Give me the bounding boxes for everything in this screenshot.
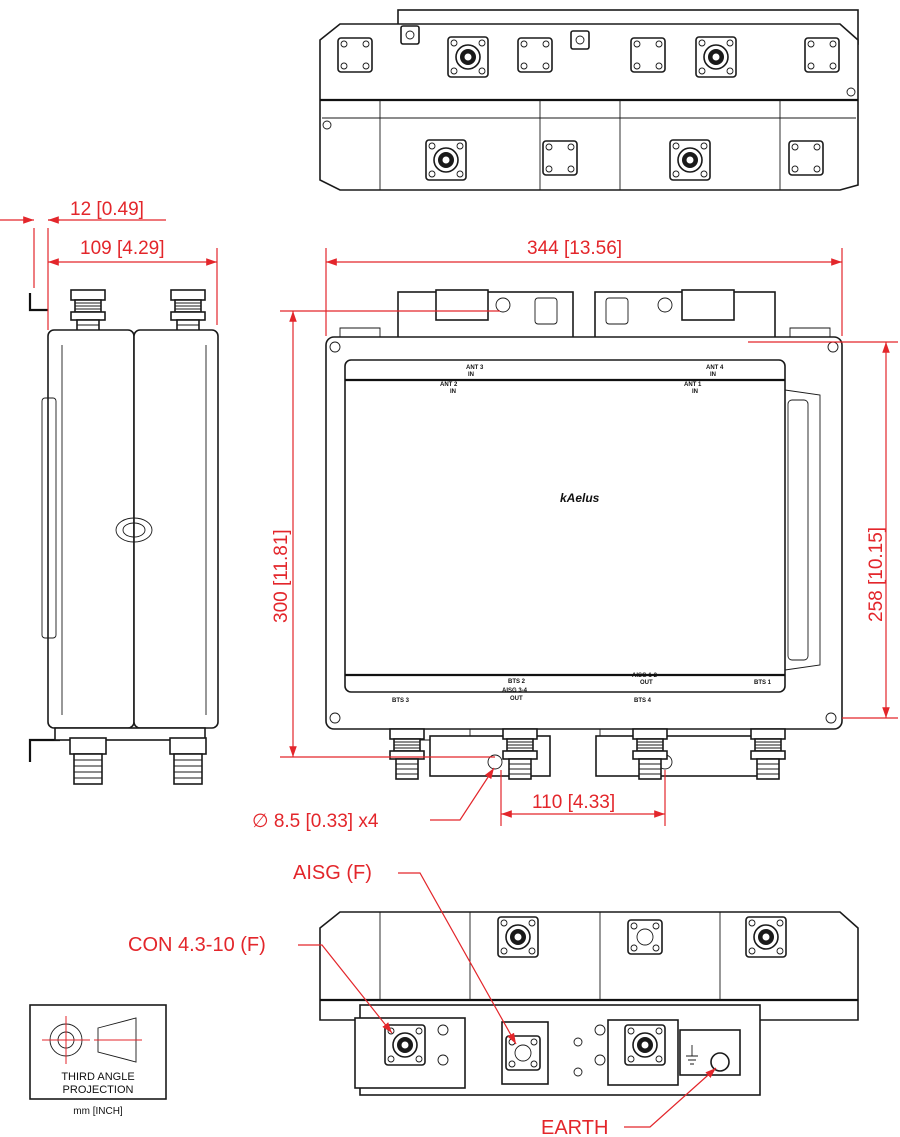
dim-mount-pitch: 110 [4.33] (532, 792, 615, 813)
projection-cone-icon (97, 1017, 137, 1063)
port-label-ant2-sub: IN (450, 389, 456, 395)
port-label-aisg12: AISG 1-2 (632, 673, 658, 679)
dim-body-height: 258 [10.15] (866, 527, 887, 622)
dim-mount-holes: ∅ 8.5 [0.33] x4 (252, 811, 379, 832)
brand-logo: kAelus (560, 491, 600, 505)
projection-symbol: THIRD ANGLE PROJECTION mm [INCH] (29, 1004, 167, 1117)
port-label-ant1: ANT 1 (684, 382, 702, 388)
port-label-bts4: BTS 4 (634, 698, 652, 704)
callout-earth: EARTH (541, 1117, 608, 1137)
port-label-ant4-sub: IN (710, 372, 716, 378)
top-view (319, 9, 859, 191)
callout-connector: CON 4.3-10 (F) (128, 934, 266, 956)
projection-line2: PROJECTION (63, 1084, 134, 1096)
port-label-bts1: BTS 1 (754, 680, 772, 686)
port-label-ant4: ANT 4 (706, 365, 724, 371)
port-label-bts2: BTS 2 (508, 679, 526, 685)
dimensions: 12 [0.49] 109 [4.29] 344 [13.56] 300 [11… (0, 199, 898, 832)
port-label-aisg34-sub: OUT (510, 696, 523, 702)
front-view: ANT 3 IN ANT 2 IN ANT 4 IN ANT 1 IN kAel… (325, 289, 843, 780)
port-label-ant2: ANT 2 (440, 382, 458, 388)
port-label-ant3: ANT 3 (466, 365, 484, 371)
callout-aisg: AISG (F) (293, 862, 372, 884)
port-label-ant3-sub: IN (468, 372, 474, 378)
projection-line1: THIRD ANGLE (61, 1071, 134, 1083)
port-label-bts3: BTS 3 (392, 698, 410, 704)
units-label: mm [INCH] (73, 1106, 123, 1117)
dim-flange-offset: 12 [0.49] (70, 199, 144, 220)
bottom-view (319, 911, 859, 1096)
callouts: AISG (F) CON 4.3-10 (F) EARTH (128, 862, 717, 1137)
port-label-ant1-sub: IN (692, 389, 698, 395)
port-label-aisg34: AISG 3-4 (502, 688, 528, 694)
side-view (28, 289, 219, 785)
dim-overall-width: 344 [13.56] (527, 238, 622, 259)
dim-overall-height: 300 [11.81] (271, 529, 292, 623)
dim-side-depth: 109 [4.29] (80, 238, 165, 259)
port-label-aisg12-sub: OUT (640, 680, 653, 686)
